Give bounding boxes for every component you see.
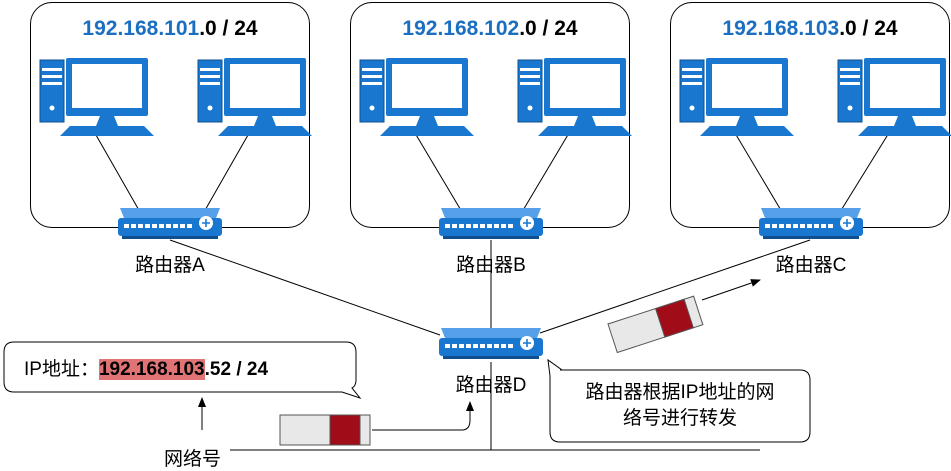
link-pc-a2 xyxy=(203,127,253,213)
ip-address-text: IP地址：192.168.103.52 / 24 xyxy=(24,359,269,380)
router-icon xyxy=(438,327,544,360)
computer-icon xyxy=(39,57,155,137)
subnet-title-c: 192.168.103.0 / 24 xyxy=(722,17,898,40)
router-icon xyxy=(758,207,864,240)
router-label-c: 路由器C xyxy=(775,255,847,276)
forwarding-note: 路由器根据IP地址的网 络号进行转发 xyxy=(585,382,775,429)
router-label-d: 路由器D xyxy=(455,375,527,396)
link-a-d xyxy=(169,239,441,336)
computer-icon xyxy=(197,57,313,137)
network-number-label: 网络号 xyxy=(164,449,222,470)
link-pc-c2 xyxy=(839,127,893,213)
router-icon xyxy=(438,207,544,240)
link-pc-b1 xyxy=(411,127,463,213)
computer-icon xyxy=(679,57,795,137)
computer-icon xyxy=(837,57,951,137)
link-pc-b2 xyxy=(521,127,573,213)
arrow-icon xyxy=(701,279,761,301)
router-label-b: 路由器B xyxy=(456,255,526,276)
subnet-title-b: 192.168.102.0 / 24 xyxy=(402,17,578,40)
packet-icon xyxy=(279,414,371,446)
network-number-highlight: 192.168.103 xyxy=(98,359,205,380)
packet-icon xyxy=(607,295,704,354)
note-bubble xyxy=(547,358,811,443)
subnet-title-a: 192.168.101.0 / 24 xyxy=(82,17,258,40)
link-pc-a1 xyxy=(91,127,141,213)
computer-icon xyxy=(359,57,475,137)
computer-icon xyxy=(517,57,633,137)
link-c-d xyxy=(539,239,811,334)
link-pc-c1 xyxy=(731,127,783,213)
router-icon xyxy=(117,207,223,240)
arrow-icon xyxy=(372,401,474,431)
router-label-a: 路由器A xyxy=(135,255,205,276)
